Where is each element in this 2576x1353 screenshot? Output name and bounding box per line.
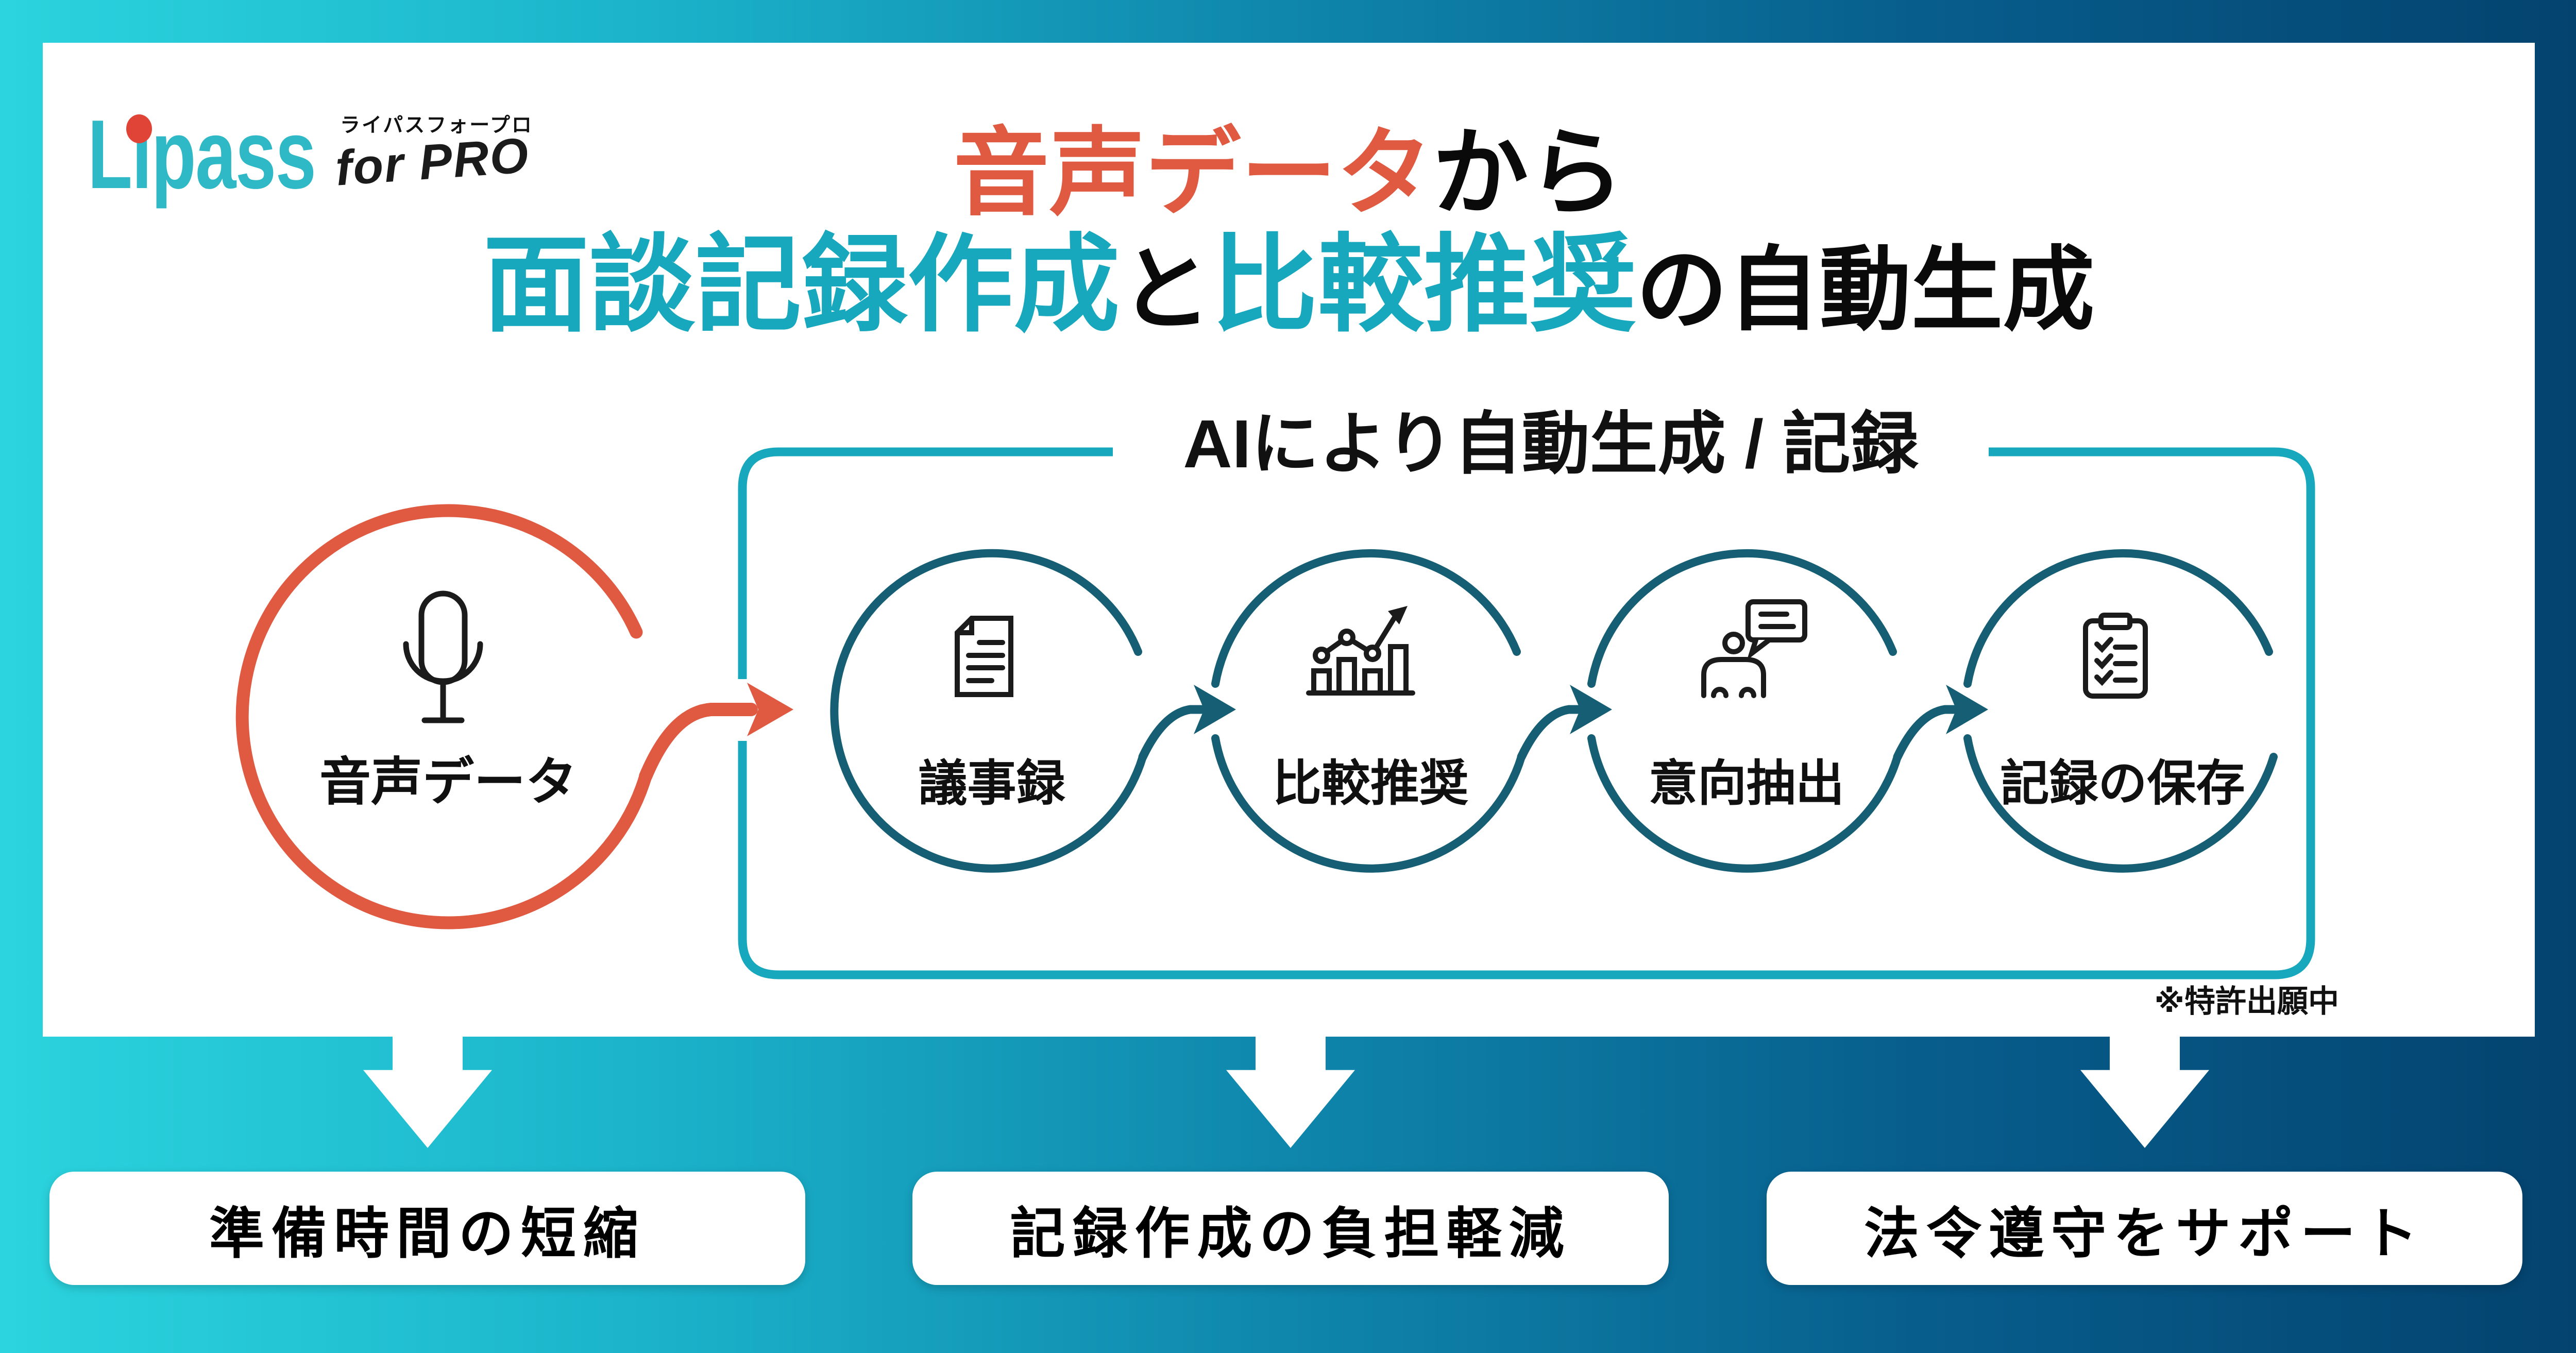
logo-kana: ライパスフォープロ [340, 114, 533, 137]
red-flow-arrow [639, 703, 758, 783]
bar-chart-icon [1306, 606, 1415, 696]
ai-bracket-label: AIにより自動生成 / 記録 [1183, 406, 1919, 482]
step-circle-save-bottom [1963, 734, 2278, 873]
connector-arrow-2 [1517, 705, 1582, 762]
step-circle-comparison-top [1211, 549, 1521, 688]
logo-wordmark: Lıpass [88, 100, 316, 209]
document-icon [955, 616, 1013, 697]
voice-data-circle [235, 504, 652, 929]
title-teal-comparison: 比較推奨 [1211, 226, 1636, 344]
connector-arrowheads [1194, 685, 1988, 734]
benefit-card-record-burden: 記録作成の負担軽減 [912, 1172, 1669, 1285]
title-line2-rest: の自動生成 [1636, 239, 2095, 341]
red-flow-arrowhead [747, 683, 793, 736]
main-title-line2: 面談記録作成と比較推奨の自動生成 [43, 221, 2535, 354]
step-label-minutes: 議事録 [918, 756, 1065, 811]
step-circle-minutes [830, 549, 1147, 873]
person-speech-icon [1701, 599, 1807, 698]
connector-arrow-1 [1138, 705, 1206, 762]
step-circles [830, 549, 2278, 873]
connector-arrows [1138, 705, 1958, 762]
step-circle-save-top [1963, 549, 2273, 688]
step-label-intent: 意向抽出 [1649, 756, 1844, 811]
title-line2-and: と [1120, 239, 1212, 341]
source-circle-label: 音声データ [319, 753, 577, 811]
step-circle-intent-top [1587, 549, 1897, 688]
patent-pending-note: ※特許出願中 [2154, 984, 2339, 1019]
ai-bracket-border [738, 447, 2315, 979]
title-line1-rest: から [1432, 120, 1624, 227]
main-title-line1: 音声データから [43, 116, 2535, 231]
benefit-label: 記録作成の負担軽減 [1010, 1202, 1571, 1264]
logo-dot-icon [126, 114, 152, 143]
title-highlight-voice-data: 音声データ [953, 120, 1433, 227]
connector-arrow-3 [1893, 705, 1958, 762]
step-circle-intent-bottom [1587, 734, 1902, 873]
benefit-label: 法令遵守をサポート [1863, 1202, 2425, 1264]
step-circle-comparison-bottom [1211, 734, 1526, 873]
step-label-comparison: 比較推奨 [1273, 756, 1468, 811]
benefit-card-compliance: 法令遵守をサポート [1767, 1172, 2522, 1285]
benefit-card-prep-time: 準備時間の短縮 [49, 1172, 805, 1285]
clipboard-icon [2083, 613, 2148, 699]
title-teal-interview-record: 面談記録作成 [483, 226, 1120, 344]
microphone-icon [403, 590, 483, 723]
benefit-label: 準備時間の短縮 [209, 1202, 646, 1264]
step-label-save: 記録の保存 [2000, 756, 2245, 811]
